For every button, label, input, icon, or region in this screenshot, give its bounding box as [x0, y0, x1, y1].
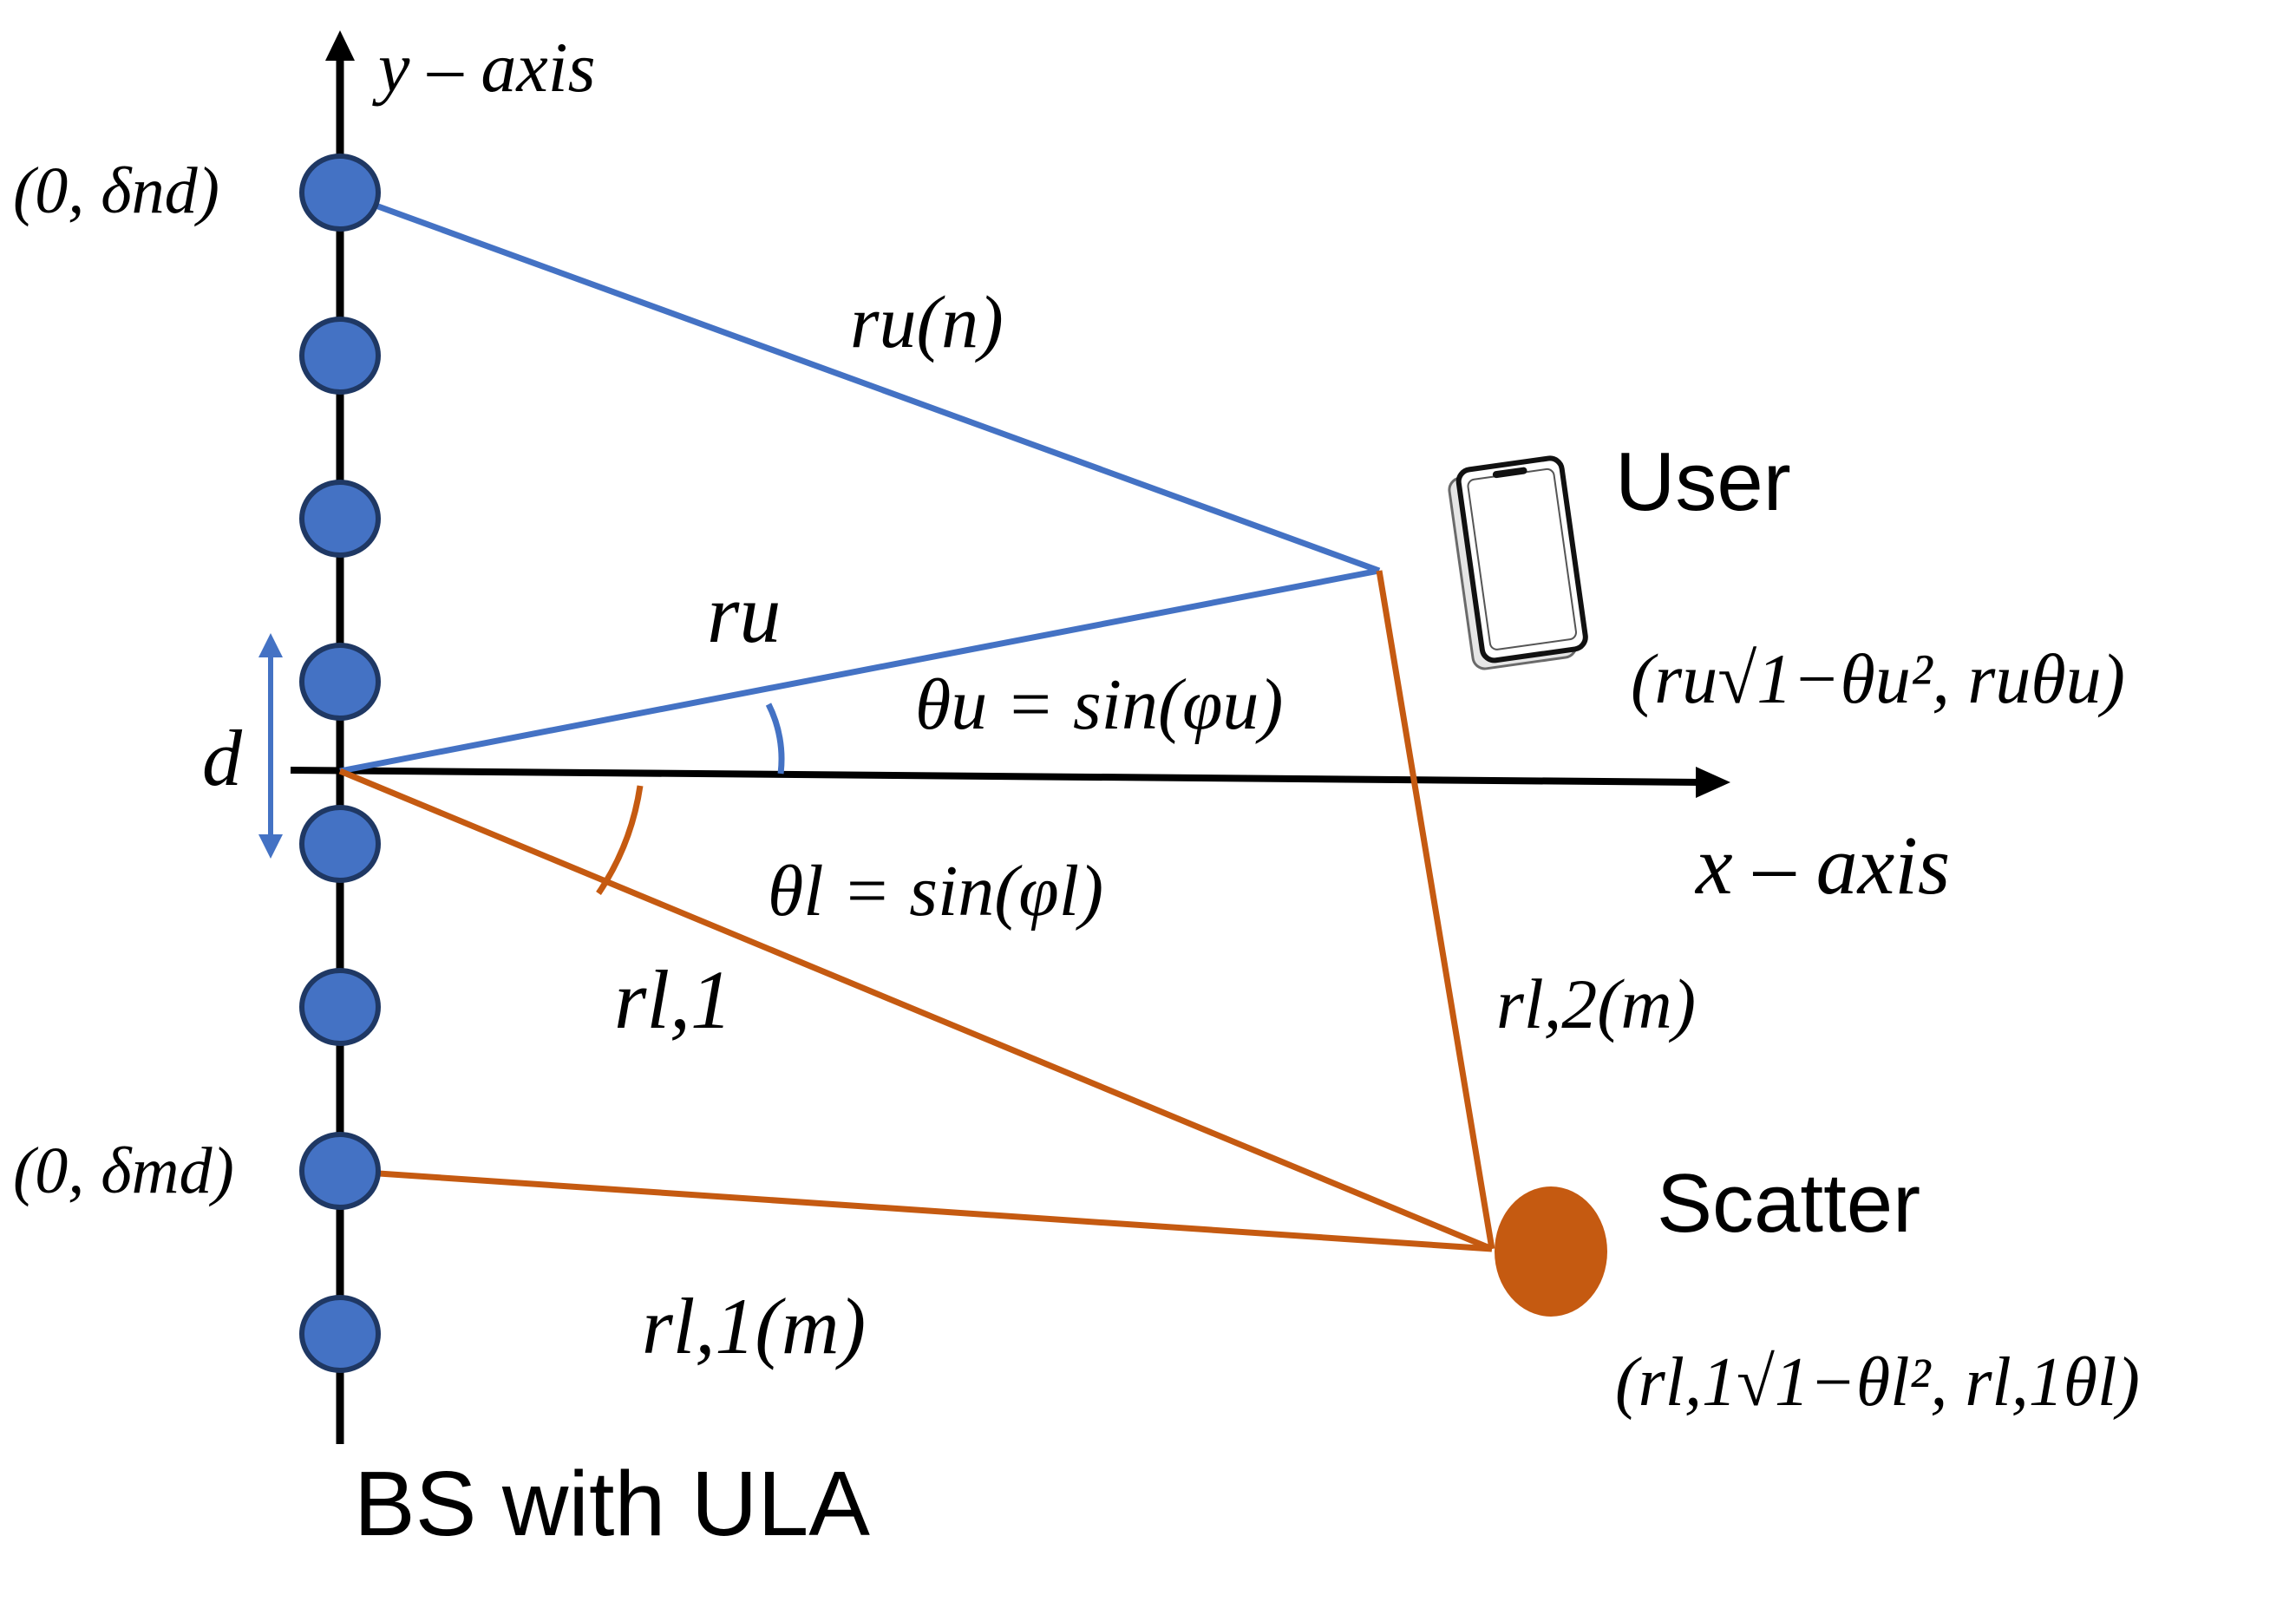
theta-l-arc	[596, 785, 644, 895]
scatter-point	[1495, 1186, 1607, 1317]
d-spacing-arrowhead-bottom	[258, 834, 283, 859]
theta-u-arc	[765, 703, 785, 775]
x-axis-label: x – axis	[1694, 819, 1950, 912]
y-axis-label: y – axis	[372, 28, 595, 107]
scatter-coord: (rl,1√1−θl², rl,1θl)	[1615, 1344, 2140, 1421]
bottom-element-coord: (0, δmd)	[13, 1134, 234, 1207]
antenna-element	[299, 1295, 381, 1373]
ru-n-line	[338, 189, 1381, 574]
theta-u-label: θu = sin(φu)	[915, 664, 1283, 745]
ru-n-label: ru(n)	[850, 280, 1004, 363]
rl2-m-line	[1376, 570, 1495, 1250]
antenna-element	[299, 805, 381, 883]
antenna-array	[299, 154, 381, 1373]
y-axis-arrowhead	[325, 30, 355, 61]
x-axis-arrowhead	[1696, 767, 1730, 798]
ru-line	[339, 567, 1380, 775]
antenna-element	[299, 480, 381, 558]
antenna-element	[299, 317, 381, 395]
theta-l-label: θl = sin(φl)	[768, 851, 1103, 931]
antenna-element	[299, 968, 381, 1046]
d-spacing-arrowhead-top	[258, 633, 283, 657]
antenna-element	[299, 154, 381, 232]
antenna-element	[299, 643, 381, 721]
antenna-element	[299, 1132, 381, 1210]
ru-label: ru	[707, 567, 781, 660]
top-element-coord: (0, δnd)	[13, 154, 219, 227]
bs-caption: BS with ULA	[354, 1453, 870, 1555]
rl1-m-line	[339, 1167, 1493, 1252]
user-label: User	[1615, 435, 1791, 528]
d-spacing-label: d	[202, 714, 243, 802]
scatter-label: Scatter	[1657, 1157, 1920, 1250]
rl1-line	[338, 768, 1494, 1252]
rl1-label: rl,1	[614, 953, 732, 1046]
x-axis-line	[290, 767, 1701, 786]
rl1-m-label: rl,1(m)	[642, 1282, 866, 1370]
rl2-m-label: rl,2(m)	[1496, 964, 1696, 1043]
user-coord: (ru√1−θu², ruθu)	[1631, 639, 2125, 718]
smartphone-icon	[1448, 455, 1588, 670]
